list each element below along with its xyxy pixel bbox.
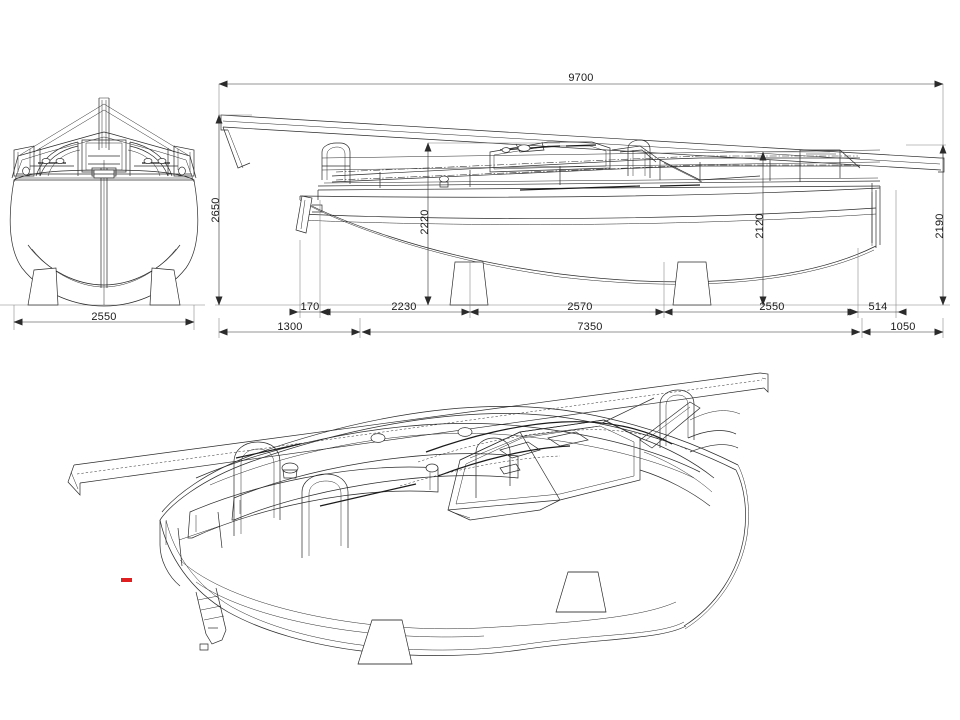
dim-height-right: 2190	[906, 144, 947, 306]
perspective-deck-interior	[187, 419, 715, 539]
deck-profile	[317, 177, 881, 245]
accent-marker	[121, 578, 132, 582]
deck-winch	[439, 175, 449, 183]
dim-label-2220: 2220	[419, 209, 431, 234]
dim-label-2230: 2230	[391, 301, 416, 313]
dim-label-514: 514	[869, 301, 888, 313]
dim-height-left: 2650	[210, 114, 252, 306]
winch-3d-2	[425, 463, 439, 473]
dim-height-2120: 2120	[754, 151, 830, 306]
dim-label-7350: 7350	[577, 321, 602, 333]
dim-label-2120: 2120	[754, 213, 766, 238]
deck-superstructure	[321, 139, 881, 191]
dim-label-front-beam: 2550	[91, 311, 116, 323]
cradle-stand-front-left	[27, 267, 59, 306]
winch-3d-4	[457, 427, 473, 437]
dim-label-2570: 2570	[567, 301, 592, 313]
dim-label-170: 170	[301, 301, 320, 313]
stanchion-fitting-left	[22, 166, 30, 176]
dim-label-1300: 1300	[277, 321, 302, 333]
front-elevation-view: 2550	[0, 97, 205, 330]
front-deck-structure	[11, 97, 197, 183]
dim-label-height-right: 2190	[934, 213, 946, 238]
cradle-stand-side-fwd	[449, 261, 489, 306]
winch-3d-1	[281, 462, 299, 474]
dim-chain-base: 1300 7350 1050	[218, 318, 944, 338]
dim-overall-length: 9700	[218, 72, 944, 160]
perspective-rails	[177, 389, 741, 651]
stanchion-fitting-right	[178, 166, 186, 176]
dim-label-2550-side: 2550	[759, 301, 784, 313]
dim-label-1050: 1050	[890, 321, 915, 333]
dim-chain-stations: 170 2230 2570 2550 514	[289, 190, 907, 318]
perspective-spar	[67, 372, 769, 496]
side-elevation-view: 9700 2650 2190 2220 2120	[210, 72, 950, 338]
winch-3d-3	[370, 433, 386, 443]
bow-fin	[295, 195, 313, 234]
dim-label-height-left: 2650	[210, 197, 222, 222]
cradle-stand-side-aft	[672, 261, 712, 306]
dim-height-2220: 2220	[419, 142, 560, 306]
dim-label-overall-length: 9700	[568, 72, 593, 84]
cradle-stand-front-right	[149, 267, 181, 306]
dim-front-beam: 2550	[13, 305, 195, 330]
